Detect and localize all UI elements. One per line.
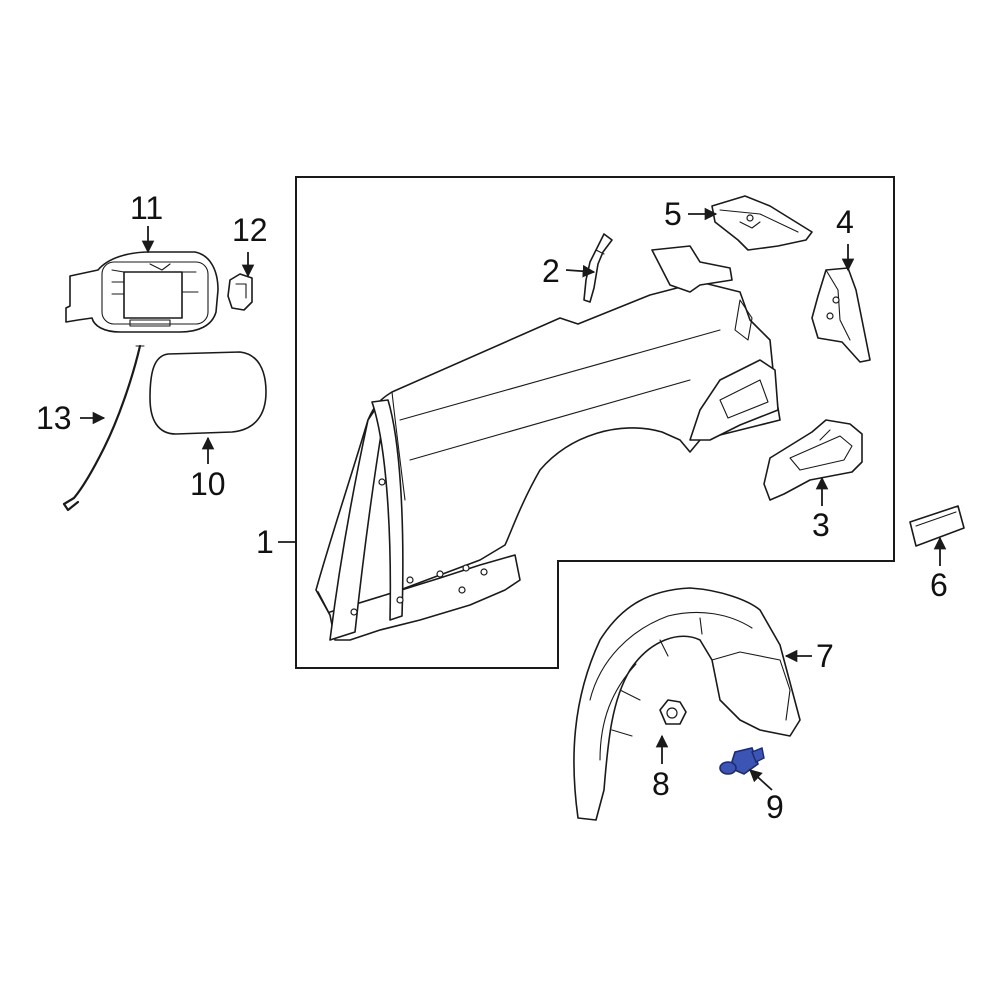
bracket-part-2[interactable] — [583, 233, 613, 303]
extension-part-4[interactable] — [811, 267, 871, 363]
callout-11: 11 — [130, 190, 163, 226]
callout-10: 10 — [190, 466, 226, 502]
callout-1: 1 — [256, 524, 274, 560]
actuator-part-12[interactable] — [227, 273, 253, 311]
callout-13: 13 — [36, 400, 72, 436]
clip-part-9[interactable] — [719, 747, 765, 775]
callout-2: 2 — [542, 253, 560, 289]
callout-3: 3 — [812, 507, 830, 543]
nut-part-8[interactable] — [659, 699, 687, 725]
callout-5: 5 — [664, 196, 682, 232]
reinforcement-part-5[interactable] — [711, 195, 813, 251]
lower-panel-part-3[interactable] — [763, 419, 863, 501]
fuel-door-part-10[interactable] — [149, 351, 267, 435]
assembly-1-frame — [295, 176, 895, 669]
callout-4: 4 — [836, 204, 854, 240]
fuel-door-housing-part-11[interactable] — [65, 251, 219, 333]
callout-labels: 1 2 3 4 5 6 7 8 9 10 11 12 13 — [36, 190, 948, 825]
callout-7: 7 — [816, 638, 834, 674]
release-cable-part-13[interactable] — [62, 344, 145, 512]
callout-8: 8 — [652, 766, 670, 802]
callout-12: 12 — [232, 212, 268, 248]
quarter-panel-part[interactable] — [315, 245, 781, 641]
leader-lines — [80, 207, 947, 791]
fender-liner-part-7[interactable] — [573, 587, 801, 821]
molding-part-6[interactable] — [909, 505, 965, 547]
callout-6: 6 — [930, 567, 948, 603]
callout-9: 9 — [766, 789, 784, 825]
